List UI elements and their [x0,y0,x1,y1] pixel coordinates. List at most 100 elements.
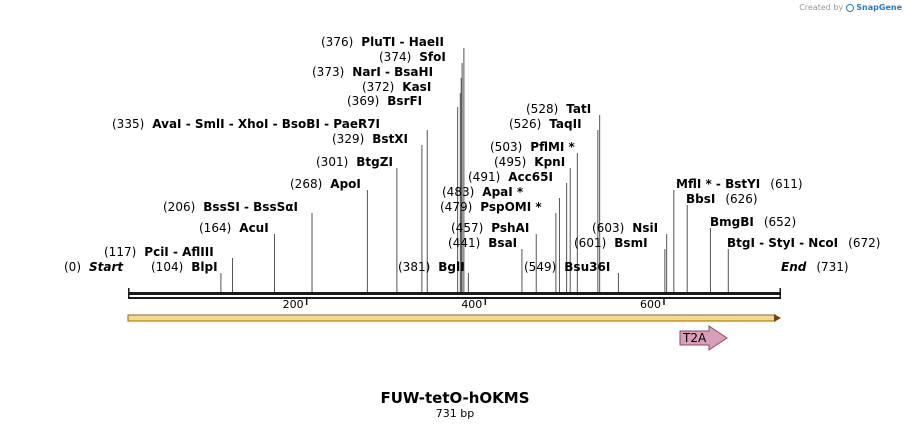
site-position: (526) [509,117,541,131]
enzyme-name: PluTI - HaeII [361,35,444,49]
feature-arrow-head [774,314,781,322]
enzyme-name: ApoI [330,177,361,191]
site-label: (329) BstXI [332,132,408,146]
site-label: (206)BssSI - BssSαI [163,200,298,214]
sequence-backbone [128,288,781,299]
site-position: (626) [725,192,757,206]
site-position: (601) [574,236,606,250]
site-position: (479) [440,200,472,214]
site-position: (491) [468,170,500,184]
enzyme-name: BbsI [686,192,715,206]
site-label: (495) KpnI [494,155,565,169]
site-position: (381) [398,260,430,274]
enzyme-name: TatI [566,102,591,116]
site-position: (329) [332,132,364,146]
site-position: (373) [312,65,344,79]
site-position: (672) [848,236,880,250]
enzyme-name: BlpI [191,260,217,274]
site-label: (117) PciI - AflIII [104,245,214,259]
enzyme-name: TaqII [549,117,581,131]
enzyme-name: NarI - BsaHI [352,65,433,79]
t2a-feature-label: T2A [682,331,707,345]
site-labels: (0)Start End (731) (104) BlpI (117) PciI - Afl… [64,35,880,274]
site-position: (652) [764,215,796,229]
snapgene-credit: Created by SnapGene [799,3,902,12]
site-position: (372) [362,80,394,94]
enzyme-name: MflI * - BstYI [676,177,760,191]
enzyme-name: ApaI * [482,185,524,199]
site-label: (335)AvaI - SmlI - XhoI - BsoBI - PaeR7I [112,117,380,131]
enzyme-name: End [781,260,807,274]
site-label: (268) ApoI [290,177,361,191]
site-label: (526) TaqII [509,117,582,131]
site-label: (479) PspOMI * [440,200,542,214]
enzyme-name: PspOMI * [480,200,542,214]
backbone-right-end [779,288,781,299]
site-label: (483)ApaI * [442,185,524,199]
site-label: (164)AcuI [199,221,269,235]
site-label: (603) NsiI [592,221,658,235]
site-label: (373) NarI - BsaHI [312,65,433,79]
snapgene-logo-icon [845,3,854,12]
site-position: (457) [451,221,483,235]
site-position: (117) [104,245,136,259]
enzyme-name: SfoI [419,50,446,64]
credit-prefix: Created by [799,3,844,12]
site-position: (731) [816,260,848,274]
site-label: (374)SfoI [379,50,446,64]
site-position: (206) [163,200,195,214]
site-label: (376) PluTI - HaeII [321,35,444,49]
enzyme-name: BsrFI [387,94,422,108]
ruler-tick-label: 200 [283,298,304,311]
site-label: MflI * - BstYI(611) [676,177,803,191]
enzyme-name: PshAI [491,221,529,235]
enzyme-name: KpnI [534,155,565,169]
enzyme-name: BsmI [614,236,647,250]
backbone-bottom-strand [128,297,781,299]
site-label: (301) BtgZI [316,155,393,169]
site-label: (528)TatI [526,102,591,116]
site-label: BbsI (626) [686,192,758,206]
ruler-tick-label: 400 [461,298,482,311]
map-length: 731 bp [435,407,475,420]
site-position: (603) [592,221,624,235]
site-label: (491) Acc65I [468,170,553,184]
enzyme-name: BstXI [372,132,408,146]
ruler-tick [305,299,308,305]
enzyme-name: Acc65I [508,170,553,184]
site-position: (0) [64,260,81,274]
feature-bar [127,314,776,322]
enzyme-name: BsaI [488,236,517,250]
enzyme-name: PciI - AflIII [144,245,213,259]
site-lines [220,48,729,292]
site-position: (549) [524,260,556,274]
features: T2A [127,314,781,351]
site-label: (601) BsmI [574,236,648,250]
enzyme-name: BmgBI [710,215,754,229]
site-position: (441) [448,236,480,250]
site-label: BmgBI (652) [710,215,796,229]
enzyme-name: AvaI - SmlI - XhoI - BsoBI - PaeR7I [152,117,380,131]
site-label: (104) BlpI [151,260,218,274]
site-position: (164) [199,221,231,235]
map-title: FUW-tetO-hOKMS [380,389,530,407]
site-position: (301) [316,155,348,169]
backbone-top-strand [128,292,781,295]
enzyme-name: PflMI * [530,140,575,154]
enzyme-name: BtgZI [356,155,393,169]
site-label: (381) BglI [398,260,465,274]
enzyme-name: BglI [438,260,464,274]
ruler-tick [484,299,487,305]
site-label: (549)Bsu36I [524,260,610,274]
t2a-feature-arrow [679,325,728,351]
site-position: (376) [321,35,353,49]
site-position: (104) [151,260,183,274]
site-label: (0)Start [64,260,124,274]
site-position: (495) [494,155,526,169]
site-position: (369) [347,94,379,108]
site-label: (441) BsaI [448,236,517,250]
enzyme-name: NsiI [632,221,658,235]
site-position: (268) [290,177,322,191]
